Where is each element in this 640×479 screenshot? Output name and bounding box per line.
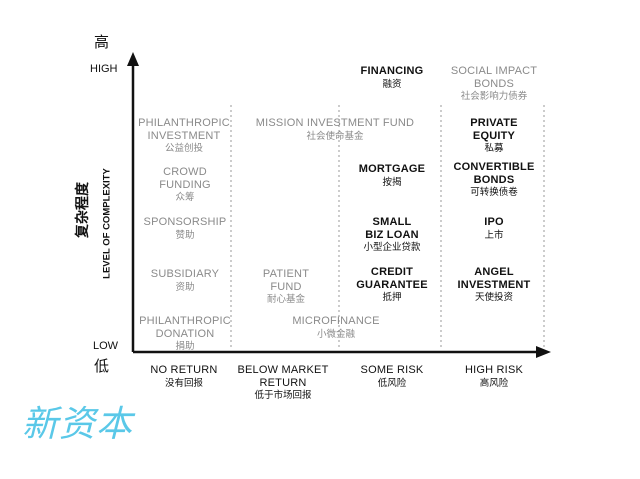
item-small-biz-loan-en-line: BIZ LOAN	[365, 228, 419, 241]
item-subsidiary-en-line: SUBSIDIARY	[150, 268, 220, 280]
item-philanthropic-donation-en-line: DONATION	[155, 327, 215, 340]
item-private-equity-zh: 私募	[484, 143, 504, 155]
y-axis-arrowhead	[127, 52, 139, 66]
item-convertible-bonds-zh: 可转换债卷	[470, 187, 518, 199]
y-axis-high: HIGH	[90, 63, 118, 75]
item-crowd-funding-en-line: CROWD	[163, 166, 207, 178]
y-axis-bottom-zh: 低	[94, 357, 110, 375]
x-axis-arrowhead	[536, 346, 551, 358]
item-convertible-bonds-en-line: BONDS	[473, 173, 515, 186]
x-axis-label-3-zh: 低风险	[377, 377, 407, 389]
y-axis-title-zh: 复杂程度	[75, 182, 91, 238]
item-microfinance-en-line: MICROFINANCE	[292, 315, 380, 327]
item-crowd-funding-zh: 众筹	[175, 192, 195, 204]
item-subsidiary-zh: 资助	[175, 281, 195, 293]
item-patient-fund-en-line: FUND	[270, 280, 302, 293]
y-axis-top-zh: 高	[94, 33, 110, 51]
item-financing-en-line: FINANCING	[360, 65, 424, 77]
item-philanthropic-donation-zh: 捐助	[175, 341, 195, 353]
item-credit-guarantee-en-line: GUARANTEE	[356, 278, 428, 291]
x-axis-label-4-zh: 高风险	[479, 377, 509, 389]
item-crowd-funding-en-line: FUNDING	[159, 178, 211, 191]
y-axis-low: LOW	[93, 340, 119, 352]
x-axis-label-1-zh: 没有回报	[164, 377, 203, 389]
item-angel-investment-zh: 天使投资	[474, 292, 513, 304]
item-convertible-bonds-en-line: CONVERTIBLE	[453, 161, 535, 173]
item-credit-guarantee-en-line: CREDIT	[370, 266, 414, 278]
item-mission-investment-fund-en-line: MISSION INVESTMENT FUND	[255, 117, 415, 129]
item-ipo-zh: 上市	[484, 229, 504, 241]
x-axis-label-2-zh: 低于市场回报	[254, 390, 312, 402]
item-small-biz-loan-zh: 小型企业贷款	[363, 242, 421, 254]
item-patient-fund-zh: 耐心基金	[266, 294, 305, 306]
x-axis-label-1-en-line: NO RETURN	[150, 364, 218, 376]
x-axis-label-2-en-line: BELOW MARKET	[237, 364, 329, 376]
item-philanthropic-investment-en-line: INVESTMENT	[147, 129, 221, 142]
x-axis-label-2-en-line: RETURN	[259, 376, 307, 389]
item-financing-zh: 融资	[382, 78, 402, 90]
item-angel-investment-en-line: INVESTMENT	[457, 278, 531, 291]
item-social-impact-bonds-en-line: BONDS	[473, 77, 515, 90]
item-angel-investment-en-line: ANGEL	[474, 266, 514, 278]
item-philanthropic-donation-en-line: PHILANTHROPIC	[139, 315, 231, 327]
item-ipo-en-line: IPO	[484, 216, 504, 228]
item-mortgage-zh: 按揭	[382, 176, 402, 188]
item-social-impact-bonds-zh: 社会影响力债券	[460, 91, 528, 103]
item-patient-fund-en-line: PATIENT	[262, 268, 310, 280]
item-philanthropic-investment-en-line: PHILANTHROPIC	[138, 117, 230, 129]
item-mission-investment-fund-zh: 社会使命基金	[306, 130, 364, 142]
x-axis-label-4-en-line: HIGH RISK	[464, 364, 524, 376]
item-small-biz-loan-en-line: SMALL	[372, 216, 412, 228]
x-axis-label-3-en-line: SOME RISK	[360, 364, 424, 376]
item-credit-guarantee-zh: 抵押	[382, 292, 402, 304]
brand-logo-text: 新资本	[22, 404, 134, 445]
item-private-equity-en-line: EQUITY	[472, 129, 516, 142]
item-mortgage-en-line: MORTGAGE	[358, 163, 426, 175]
item-sponsorship-en-line: SPONSORSHIP	[143, 216, 227, 228]
item-sponsorship-zh: 赞助	[175, 229, 195, 241]
item-social-impact-bonds-en-line: SOCIAL IMPACT	[450, 65, 538, 77]
item-microfinance-zh: 小微金融	[316, 328, 355, 340]
item-private-equity-en-line: PRIVATE	[470, 117, 518, 129]
item-philanthropic-investment-zh: 公益创投	[164, 143, 203, 155]
